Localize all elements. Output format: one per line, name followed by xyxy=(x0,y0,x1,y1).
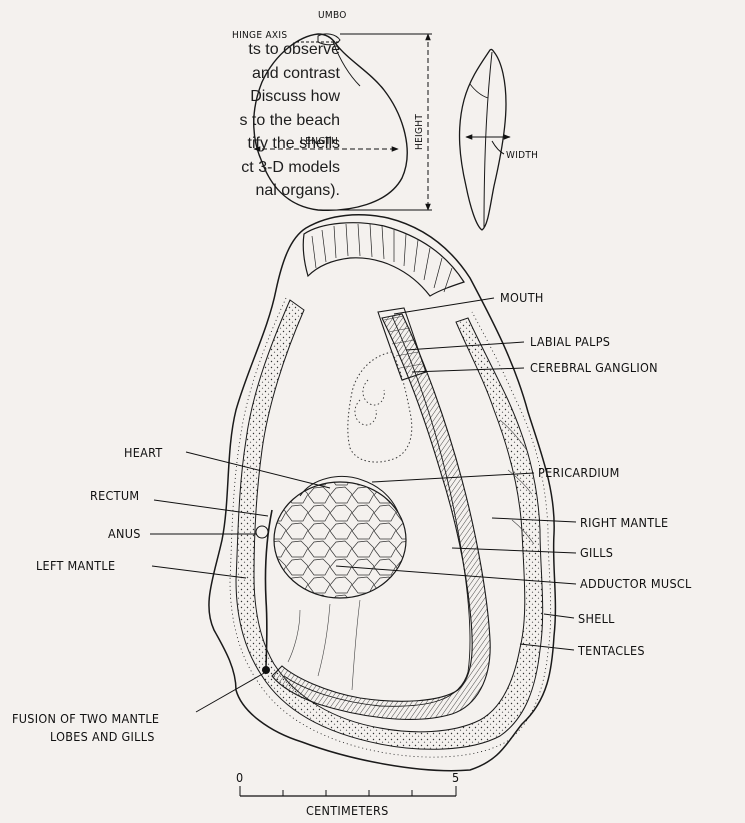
hinge-region xyxy=(303,223,464,296)
gills-label: GILLS xyxy=(580,545,613,560)
labial-palps-label: LABIAL PALPS xyxy=(530,334,610,349)
visceral-mass-outline xyxy=(348,352,412,462)
pericardium-label: PERICARDIUM xyxy=(538,465,620,480)
height-label: HEIGHT xyxy=(414,114,425,150)
heart-label: HEART xyxy=(124,445,163,460)
shell-side-view xyxy=(460,49,506,230)
shell-leader xyxy=(544,614,574,618)
adductor-muscle xyxy=(274,482,406,598)
digestive-lobe-2 xyxy=(363,380,384,405)
width-label: WIDTH xyxy=(506,150,538,161)
scale-min-label: 0 xyxy=(236,770,243,785)
left-mantle-leader xyxy=(152,566,246,578)
mouth-label: MOUTH xyxy=(500,290,544,305)
shell-outline-view: UMBO HINGE AXIS LENGTH HEIGHT WIDTH xyxy=(232,10,538,230)
cerebral-ganglion-leader xyxy=(412,368,524,372)
anus xyxy=(256,526,268,538)
shell-outline-left-valve xyxy=(254,34,407,210)
hinge-ribs xyxy=(312,224,452,292)
right-mantle-label: RIGHT MANTLE xyxy=(580,515,668,530)
scale-bar: 0 5 CENTIMETERS xyxy=(236,770,459,818)
scale-ticks xyxy=(240,786,456,796)
scale-unit-label: CENTIMETERS xyxy=(306,803,389,818)
fusion-label-line2: LOBES AND GILLS xyxy=(50,729,155,744)
length-label: LENGTH xyxy=(300,136,338,147)
tentacles-label: TENTACLES xyxy=(577,643,645,658)
mantle-fusion-point xyxy=(262,666,270,674)
anus-label: ANUS xyxy=(108,526,141,541)
digestive-lobe-1 xyxy=(355,400,376,425)
mouth-leader xyxy=(394,298,494,314)
rectum-label: RECTUM xyxy=(90,488,139,503)
shell-side-detail xyxy=(470,84,488,98)
hinge-axis-label: HINGE AXIS xyxy=(232,30,287,41)
left-mantle-label: LEFT MANTLE xyxy=(36,558,115,573)
umbo-beak xyxy=(318,34,340,45)
adductor-muscle-label: ADDUCTOR MUSCL xyxy=(580,576,692,591)
fusion-leader xyxy=(196,672,266,712)
scale-max-label: 5 xyxy=(452,770,459,785)
fusion-label-line1: FUSION OF TWO MANTLE xyxy=(12,711,159,726)
oyster-body-drawing: MOUTH LABIAL PALPS CEREBRAL GANGLION HEA… xyxy=(12,215,692,771)
umbo-label: UMBO xyxy=(318,10,347,21)
cerebral-ganglion-label: CEREBRAL GANGLION xyxy=(530,360,658,375)
shell-label: SHELL xyxy=(578,611,615,626)
rectum xyxy=(265,510,272,668)
